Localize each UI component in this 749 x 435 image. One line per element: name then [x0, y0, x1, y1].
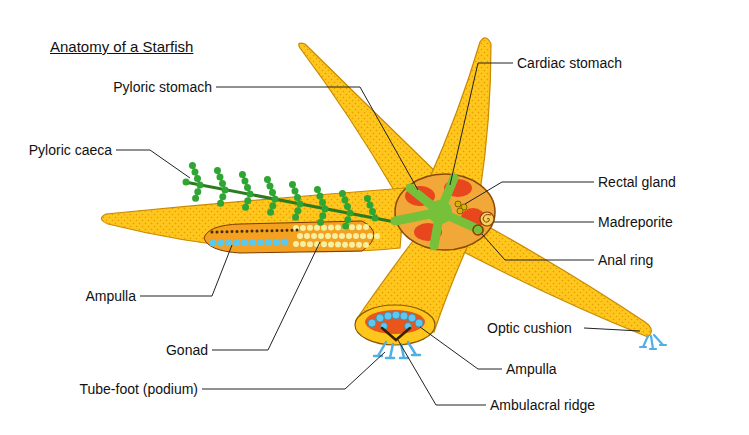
part-label: Pyloric stomach: [113, 79, 212, 95]
leader-line: [465, 182, 594, 204]
ambulacral-line: [212, 230, 300, 232]
part-label: Ampulla: [85, 288, 136, 304]
pyloric-stomach: [395, 178, 480, 246]
upper-arm: [428, 38, 491, 192]
starfish-arms: [101, 38, 651, 337]
caeca-lobes: [184, 159, 375, 231]
upper-left-arm: [299, 43, 442, 192]
caeca-stem: [185, 182, 395, 222]
gonad-tissue: [296, 227, 378, 245]
tip-tube-feet: [640, 335, 666, 349]
leader-line: [202, 352, 385, 389]
arm-dissection: [204, 221, 378, 253]
part-label: Pyloric caeca: [29, 142, 112, 158]
section-ampullae: [368, 311, 423, 330]
part-label: Madreporite: [598, 214, 673, 230]
pyloric-caeca: [184, 159, 395, 231]
part-label: Gonad: [166, 342, 208, 358]
madreporite-spiral: [483, 215, 491, 223]
part-label: Anal ring: [598, 252, 653, 268]
leader-line: [140, 245, 232, 296]
leader-line: [494, 222, 594, 223]
leader-line: [398, 340, 486, 405]
part-label: Cardiac stomach: [517, 55, 622, 71]
section-outline: [355, 305, 435, 345]
leader-line: [450, 63, 513, 185]
ampulla-row: [213, 242, 292, 243]
leader-line: [482, 234, 594, 260]
part-label: Ampulla: [506, 361, 557, 377]
leader-lines: [116, 63, 640, 405]
pyloric-stomach: [428, 200, 452, 224]
madreporite: [480, 212, 494, 226]
ambulacral-ridge: [382, 328, 410, 340]
central-disk: [395, 174, 495, 250]
part-label: Optic cushion: [487, 320, 572, 336]
rectal-gland: [455, 201, 467, 214]
leader-line: [212, 242, 320, 350]
leader-line: [116, 150, 190, 178]
lower-right-arm: [460, 222, 651, 337]
arm-cross-section: [355, 305, 435, 358]
part-label: Rectal gland: [598, 174, 676, 190]
leader-line: [584, 328, 640, 331]
part-label: Ambulacral ridge: [490, 397, 595, 413]
left-arm: [101, 188, 405, 252]
section-interior: [365, 310, 425, 334]
anal-ring: [473, 225, 483, 235]
part-label: Tube-foot (podium): [79, 381, 198, 397]
diagram-title: Anatomy of a Starfish: [50, 38, 193, 56]
disk: [395, 174, 495, 250]
leader-line: [216, 87, 418, 190]
